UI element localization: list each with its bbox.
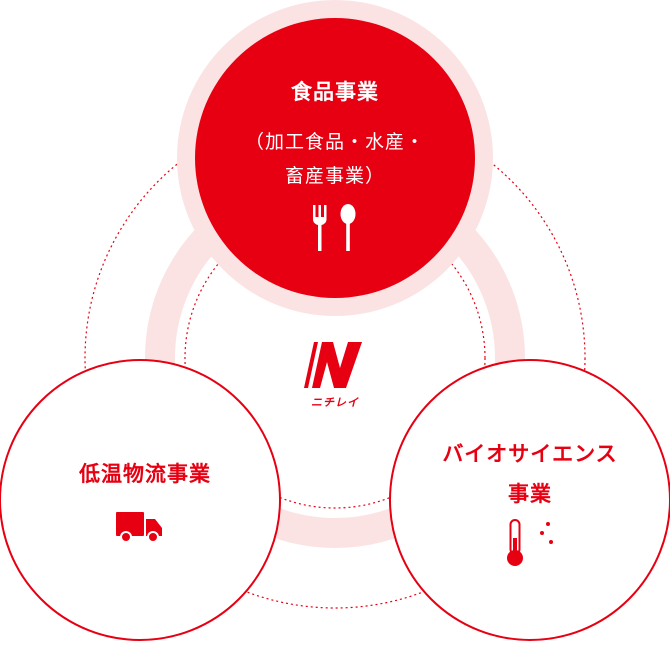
nichirei-logo-icon <box>304 342 362 388</box>
logo-text: ニチレイ <box>311 396 359 409</box>
logistics-title: 低温物流事業 <box>79 462 211 486</box>
thermometer-icon <box>507 519 553 566</box>
food-subtitle: （加工食品・水産・ 畜産事業） <box>200 125 470 193</box>
bio-circle[interactable] <box>389 359 670 641</box>
truck-icon <box>116 512 162 543</box>
food-circle[interactable] <box>195 18 475 298</box>
food-subtitle-line2: 畜産事業） <box>284 165 385 187</box>
bio-title-line1: バイオサイエンス <box>442 442 618 466</box>
logistics-circle[interactable] <box>0 359 281 641</box>
bio-title-line2: 事業 <box>508 482 552 506</box>
bio-title: バイオサイエンス 事業 <box>395 434 665 514</box>
fork-spoon-icon <box>313 204 356 251</box>
food-subtitle-line1: （加工食品・水産・ <box>244 131 425 153</box>
food-title: 食品事業 <box>291 80 379 104</box>
outer-dashed-ring <box>84 107 586 609</box>
